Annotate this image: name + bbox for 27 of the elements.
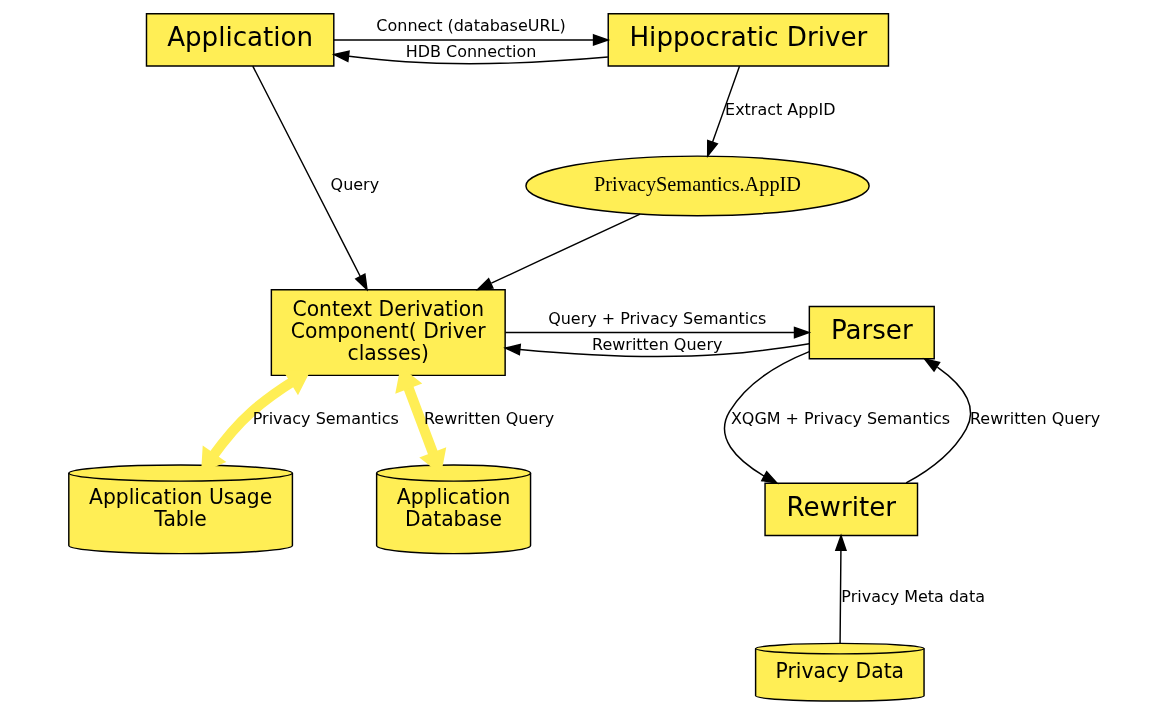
edge-label: Rewritten Query: [423, 409, 555, 429]
edge-label: Privacy Meta data: [841, 587, 985, 607]
node-box: Hippocratic Driver: [607, 13, 890, 67]
arrow: [834, 533, 847, 644]
edge-label: Connect (databaseURL): [376, 15, 566, 35]
arrow: [706, 65, 741, 158]
edge-label: Rewritten Query: [592, 334, 723, 354]
arrow: [331, 50, 609, 65]
arrow: [475, 213, 641, 291]
edge-label: Query: [330, 174, 380, 194]
arrow: [504, 326, 812, 339]
edge-label: Rewritten Query: [969, 409, 1101, 429]
edge-label: Query + Privacy Semantics: [548, 308, 767, 328]
node-box: Parser: [808, 305, 935, 360]
arrow: [333, 33, 611, 47]
edge-label: XQGM + Privacy Semantics: [730, 409, 951, 429]
node-box: Application: [145, 13, 335, 67]
node-ellipse: PrivacySemantics.AppID: [525, 155, 870, 217]
arrow: [503, 343, 810, 358]
edge-label: HDB Connection: [405, 42, 537, 62]
arrow: [252, 65, 368, 292]
edge-label: Extract AppID: [725, 100, 836, 120]
edge-label: Privacy Semantics: [252, 409, 399, 429]
arrow: [905, 357, 972, 484]
arrow: [723, 350, 810, 485]
node-box: Rewriter: [764, 482, 919, 537]
node-box: Context Derivation Component( Driver classes): [270, 289, 506, 377]
